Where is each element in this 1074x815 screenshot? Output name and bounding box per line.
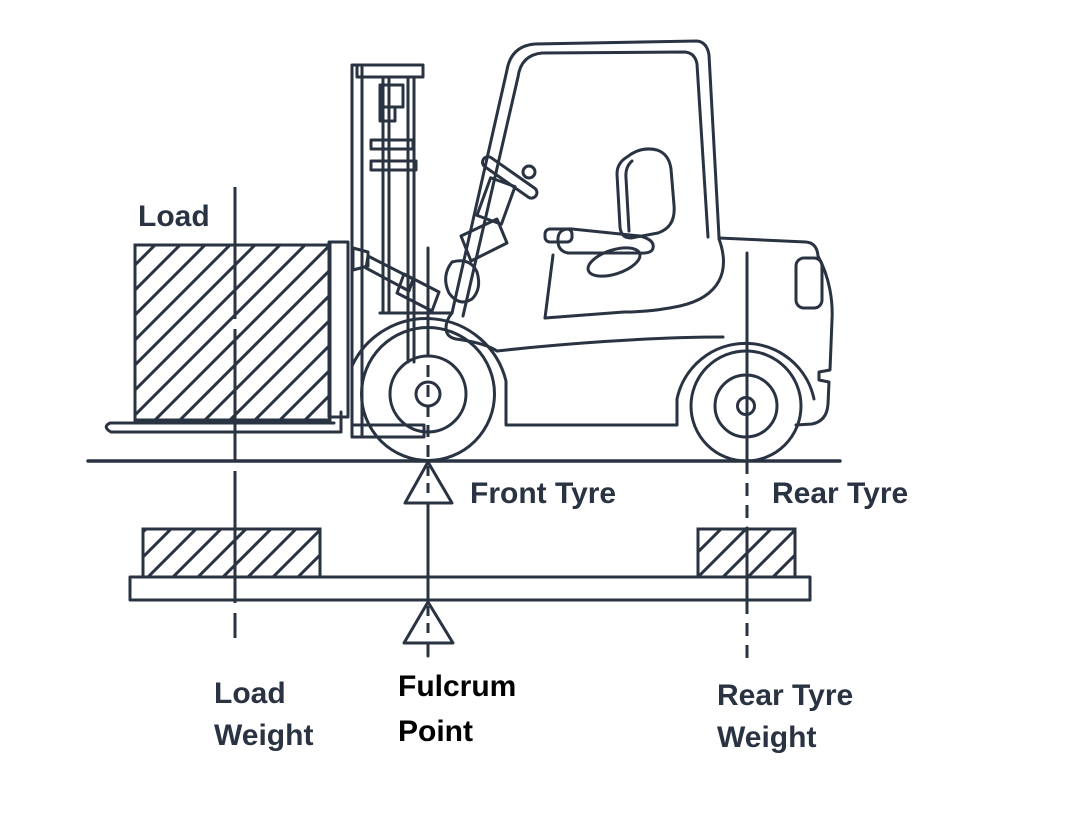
operator-seat	[543, 147, 676, 278]
beam	[128, 575, 812, 602]
balance-beam-diagram	[128, 527, 812, 602]
forklift-drawing	[104, 39, 834, 463]
fork-and-carriage	[104, 240, 350, 434]
cab-frame	[450, 39, 721, 318]
steering-knob	[521, 164, 537, 180]
svg-text:Load: Load	[214, 677, 286, 710]
rear-tyre-weight-block	[696, 527, 797, 579]
svg-text:Weight: Weight	[717, 721, 816, 754]
fulcrum-point-label: Fulcrum Point	[398, 670, 516, 748]
chassis-body	[350, 236, 834, 427]
svg-text:Weight: Weight	[214, 719, 313, 752]
rear-tyre-label: Rear Tyre	[772, 477, 908, 510]
load-weight-label: Load Weight	[214, 677, 313, 752]
fulcrum-line	[402, 246, 455, 658]
tilt-cylinder	[351, 246, 441, 313]
steering-wheel	[444, 155, 539, 304]
load-weight-block	[141, 527, 322, 579]
front-tyre-label: Front Tyre	[470, 477, 616, 510]
svg-text:Point: Point	[398, 715, 473, 748]
counterweight-vent	[794, 256, 824, 310]
load-label: Load	[138, 200, 210, 233]
svg-text:Fulcrum: Fulcrum	[398, 670, 516, 703]
rear-tyre-weight-label: Rear Tyre Weight	[717, 679, 853, 754]
load-box	[133, 243, 332, 422]
svg-text:Rear Tyre: Rear Tyre	[717, 679, 853, 712]
